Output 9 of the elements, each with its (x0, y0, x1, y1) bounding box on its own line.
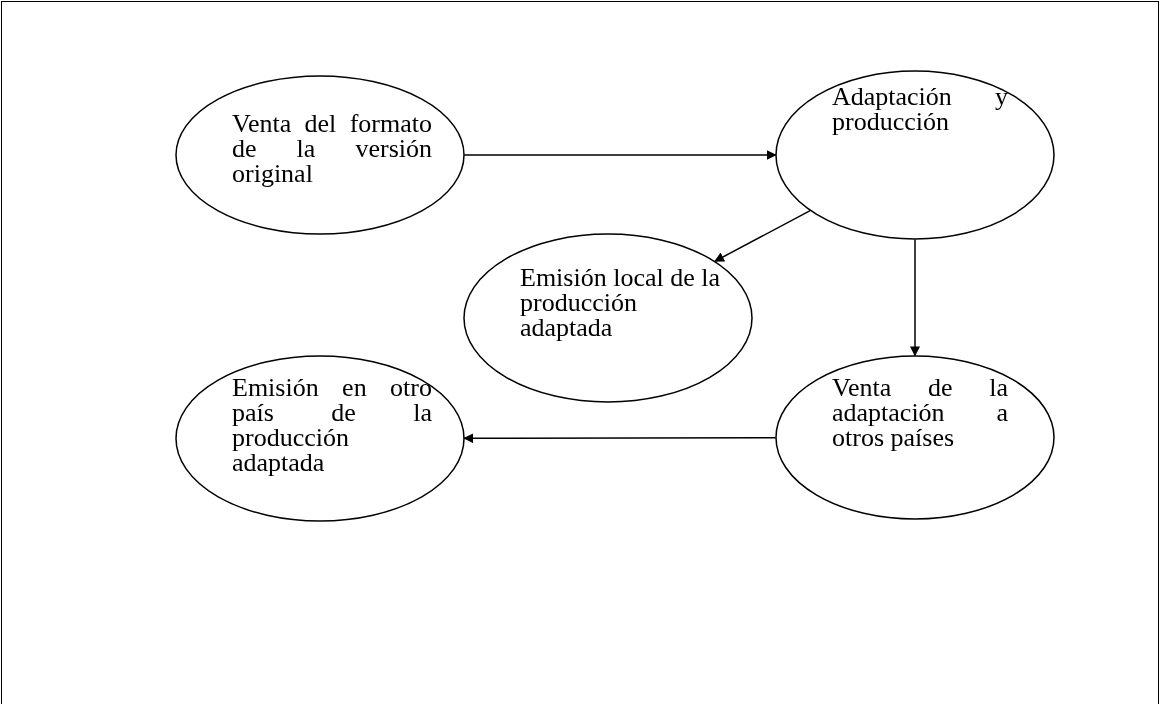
node-text: Venta de la adaptación a otros países (832, 375, 1008, 450)
node-text: Adaptación y producción (832, 84, 1008, 134)
arrow (714, 209, 811, 262)
node-text: Venta del formato de la versión original (232, 111, 432, 186)
node-text: Emisión en otro país de la producción adaptada (232, 375, 432, 475)
arrow (463, 150, 777, 160)
arrow (463, 433, 777, 444)
arrow (910, 238, 920, 357)
node-text: Emisión local de la producción adaptada (520, 265, 720, 340)
